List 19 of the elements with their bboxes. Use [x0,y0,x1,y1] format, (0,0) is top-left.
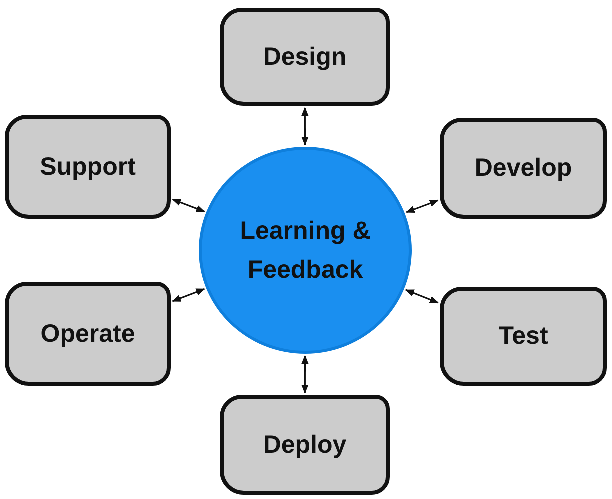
stage-box [220,395,390,495]
node-label: Test [498,321,548,352]
stage-box [440,287,607,386]
stage-box [5,115,171,219]
node-label: Deploy [263,430,347,461]
node-label: Design [263,42,347,73]
node-label: Support [40,152,136,183]
node-label: Develop [474,153,572,184]
stage-box [220,8,390,106]
double-arrow [302,107,309,146]
double-arrow [302,355,309,394]
double-arrow [172,198,206,212]
double-arrow [172,288,206,302]
node-label: Learning & Feedback [239,216,372,286]
node-label: Operate [40,318,136,350]
stage-box [440,118,607,219]
stage-box [5,282,171,386]
double-arrow [405,289,439,304]
double-arrow [406,200,439,214]
